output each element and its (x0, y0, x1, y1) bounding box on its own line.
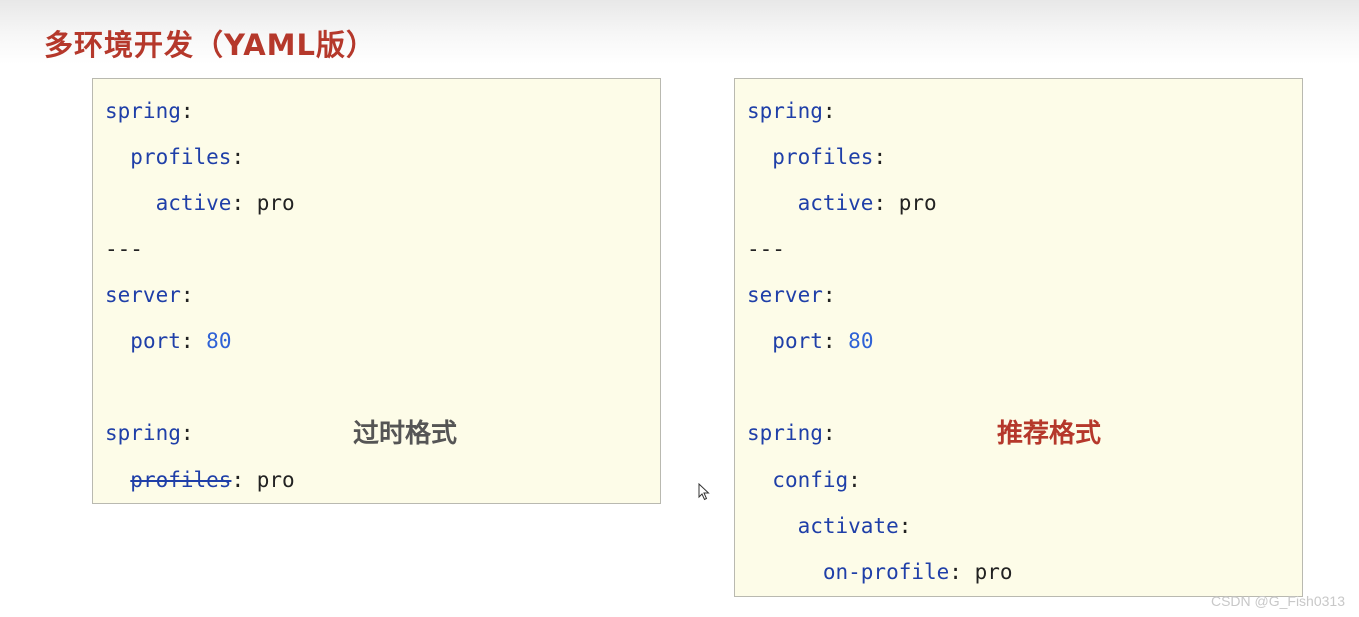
yaml-colon: : (898, 514, 912, 538)
header-band (0, 0, 1359, 64)
code-line: server: (105, 280, 194, 310)
yaml-key: spring (105, 99, 181, 123)
yaml-colon: : (231, 468, 245, 492)
yaml-colon: : (949, 560, 962, 584)
yaml-key: profiles (130, 145, 232, 169)
yaml-colon: : (873, 145, 887, 169)
code-line: spring: (747, 418, 836, 448)
code-line: profiles: (105, 142, 244, 172)
yaml-key: on-profile (822, 560, 950, 584)
yaml-value: pro (244, 468, 295, 492)
yaml-number-value: 80 (835, 329, 874, 353)
code-line: activate: (747, 511, 912, 541)
yaml-key: config (772, 468, 849, 492)
yaml-colon: : (180, 283, 194, 307)
yaml-colon: : (180, 329, 194, 353)
yaml-colon: : (822, 283, 836, 307)
code-line: --- (105, 234, 143, 264)
yaml-colon: : (180, 99, 194, 123)
yaml-document-separator: --- (105, 237, 143, 261)
yaml-key: port (130, 329, 181, 353)
yaml-key: server (747, 283, 823, 307)
code-line: server: (747, 280, 836, 310)
code-line: --- (747, 234, 785, 264)
watermark: CSDN @G_Fish0313 (1210, 593, 1345, 609)
deprecated-format-code-box: spring: profiles: active: pro --- server… (92, 78, 661, 504)
recommended-format-label: 推荐格式 (997, 419, 1102, 449)
yaml-number-value: 80 (193, 329, 232, 353)
yaml-colon: : (180, 421, 194, 445)
yaml-colon: : (231, 145, 245, 169)
yaml-key: spring (747, 99, 823, 123)
code-line: port: 80 (747, 326, 873, 356)
yaml-key: activate (797, 514, 899, 538)
deprecated-format-label: 过时格式 (353, 419, 458, 449)
yaml-document-separator: --- (747, 237, 785, 261)
yaml-value: pro (961, 560, 1013, 584)
yaml-colon: : (822, 99, 836, 123)
yaml-key: spring (105, 421, 181, 445)
yaml-colon: : (848, 468, 861, 492)
code-line: port: 80 (105, 326, 231, 356)
recommended-format-code-box: spring: profiles: active: pro --- server… (734, 78, 1303, 597)
yaml-colon: : (822, 421, 836, 445)
code-line: active: pro (105, 188, 295, 218)
yaml-key: active (155, 191, 232, 215)
yaml-key: active (797, 191, 874, 215)
slide-title: 多环境开发（YAML版） (44, 28, 377, 62)
yaml-colon: : (873, 191, 887, 215)
mouse-pointer-icon (698, 483, 710, 501)
code-line: on-profile: pro (747, 557, 1013, 587)
yaml-colon: : (822, 329, 836, 353)
code-line: spring: (747, 96, 836, 126)
code-line: spring: (105, 96, 194, 126)
code-line: active: pro (747, 188, 937, 218)
code-line: profiles: pro (105, 465, 295, 495)
yaml-value: pro (886, 191, 937, 215)
yaml-key: port (772, 329, 823, 353)
code-line: spring: (105, 418, 194, 448)
yaml-value: pro (244, 191, 295, 215)
yaml-key: profiles (772, 145, 874, 169)
yaml-key-deprecated: profiles (130, 468, 232, 492)
yaml-key: spring (747, 421, 823, 445)
yaml-colon: : (231, 191, 245, 215)
code-line: profiles: (747, 142, 886, 172)
yaml-key: server (105, 283, 181, 307)
code-line: config: (747, 465, 861, 495)
